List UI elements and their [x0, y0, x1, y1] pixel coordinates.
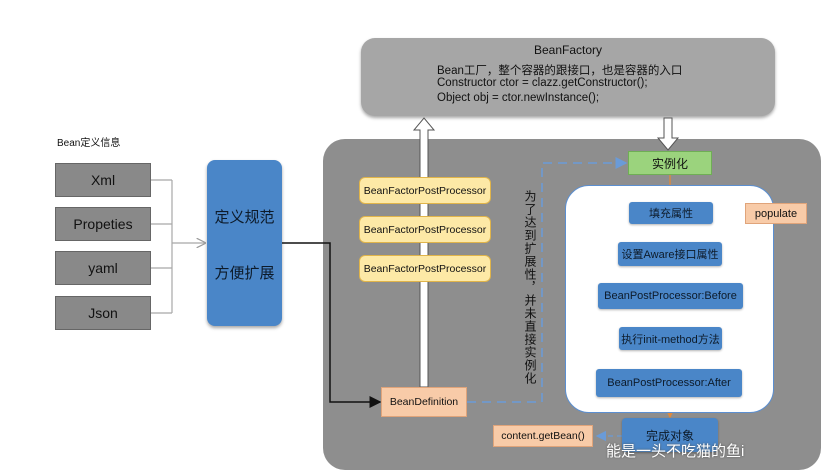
get-bean-box: content.getBean() — [493, 425, 593, 447]
bean-definition-info-label: Bean定义信息 — [57, 138, 121, 149]
step-post-processor-before: BeanPostProcessor:Before — [598, 283, 743, 309]
source-json: Json — [55, 296, 151, 330]
extension-note: 为了达到扩展性，并未直接实例化 — [523, 190, 537, 385]
step-post-processor-after: BeanPostProcessor:After — [596, 369, 742, 397]
step-populate-properties: 填充属性 — [629, 202, 713, 224]
bean-definition-box: BeanDefinition — [381, 387, 467, 417]
step-aware-properties: 设置Aware接口属性 — [618, 242, 722, 266]
bean-factory-post-processor-1: BeanFactorPostProcessor — [359, 177, 491, 204]
bean-factory-box: BeanFactory Bean工厂，整个容器的跟接口，也是容器的入口 Cons… — [361, 38, 775, 116]
step-init-method: 执行init-method方法 — [619, 327, 722, 350]
complete-object-box: 完成对象 — [622, 418, 718, 452]
source-yaml: yaml — [55, 251, 151, 285]
source-propeties: Propeties — [55, 207, 151, 241]
spec-line-2: 方便扩展 — [214, 265, 275, 282]
watermark: 能是一头不吃猫的鱼i — [606, 443, 745, 460]
spec-box: 定义规范 方便扩展 — [207, 160, 282, 326]
bean-factory-desc: Bean工厂，整个容器的跟接口，也是容器的入口 — [437, 65, 683, 77]
bean-factory-constructor: Constructor ctor = clazz.getConstructor(… — [437, 77, 648, 89]
bean-factory-instance: Object obj = ctor.newInstance(); — [437, 92, 600, 104]
source-xml: Xml — [55, 163, 151, 197]
populate-box: populate — [745, 203, 807, 224]
spec-line-1: 定义规范 — [214, 209, 275, 226]
bean-factory-post-processor-2: BeanFactorPostProcessor — [359, 216, 491, 243]
instantiate-box: 实例化 — [628, 151, 712, 175]
bean-factory-post-processor-3: BeanFactorPostProcessor — [359, 255, 491, 282]
bean-factory-title: BeanFactory — [533, 43, 603, 57]
